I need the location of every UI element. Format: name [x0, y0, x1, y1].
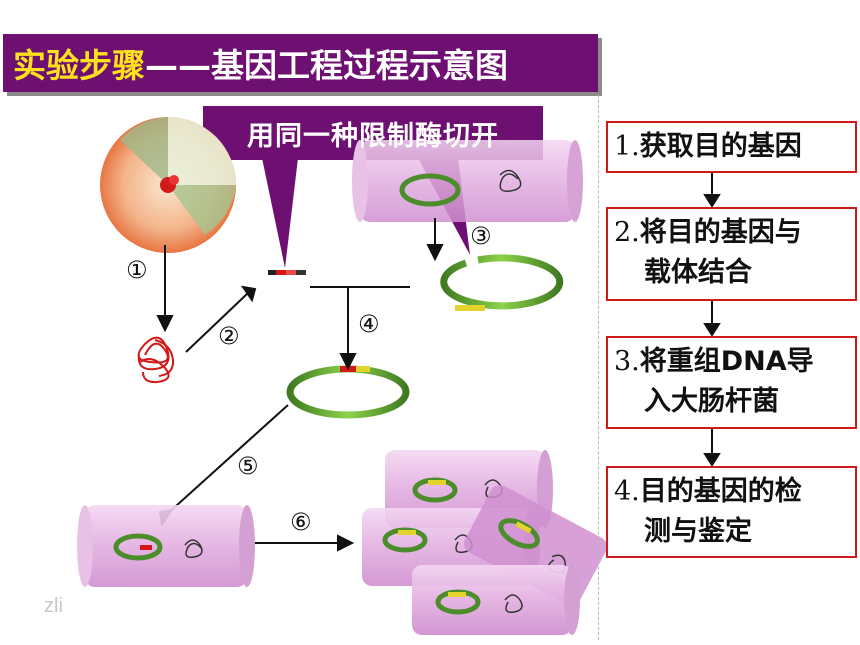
- label-step-5: ⑤: [237, 452, 259, 480]
- title-highlight: 实验步骤: [13, 46, 145, 85]
- step-text: 目的基因的检: [639, 476, 802, 507]
- step-text: 将目的基因与: [639, 217, 802, 248]
- label-step-3: ③: [470, 222, 492, 250]
- step-box-2: 2.将目的基因与 载体结合: [606, 207, 857, 301]
- step-box-4: 4.目的基因的检 测与鉴定: [606, 466, 857, 558]
- step-box-3: 3.将重组DNA导 入大肠杆菌: [606, 336, 857, 429]
- step-number: 3.: [614, 346, 640, 377]
- dna-fragment: [268, 270, 306, 275]
- recombinant-plasmid: [286, 365, 410, 419]
- step-text-line2: 测与鉴定: [644, 516, 752, 547]
- step-number: 2.: [614, 217, 640, 248]
- label-step-6: ⑥: [290, 508, 312, 536]
- step-text: 将重组DNA导: [639, 346, 814, 377]
- step-text: 获取目的基因: [639, 131, 802, 162]
- tangled-dna: [137, 336, 175, 384]
- bacteria-cluster: [362, 450, 608, 635]
- label-step-1: ①: [126, 256, 148, 284]
- page-title: 实验步骤 ——基因工程过程示意图: [3, 34, 598, 92]
- watermark: zli: [44, 595, 63, 617]
- title-text: ——基因工程过程示意图: [145, 46, 508, 85]
- callout-label: 用同一种限制酶切开: [247, 120, 499, 152]
- donor-cell: [100, 117, 236, 253]
- step-text-line2: 入大肠杆菌: [644, 386, 779, 417]
- step-box-1: 1.获取目的基因: [606, 121, 857, 173]
- step-arrows: [703, 172, 721, 467]
- step-number: 1.: [614, 131, 640, 162]
- bacteria-tube-bottom: [77, 505, 255, 587]
- label-step-4: ④: [358, 310, 380, 338]
- step-number: 4.: [614, 476, 640, 507]
- label-step-2: ②: [218, 322, 240, 350]
- cut-plasmid: [440, 254, 564, 311]
- step-text-line2: 载体结合: [644, 257, 752, 288]
- bacteria-tube-top: [352, 140, 583, 222]
- divider: [598, 95, 599, 640]
